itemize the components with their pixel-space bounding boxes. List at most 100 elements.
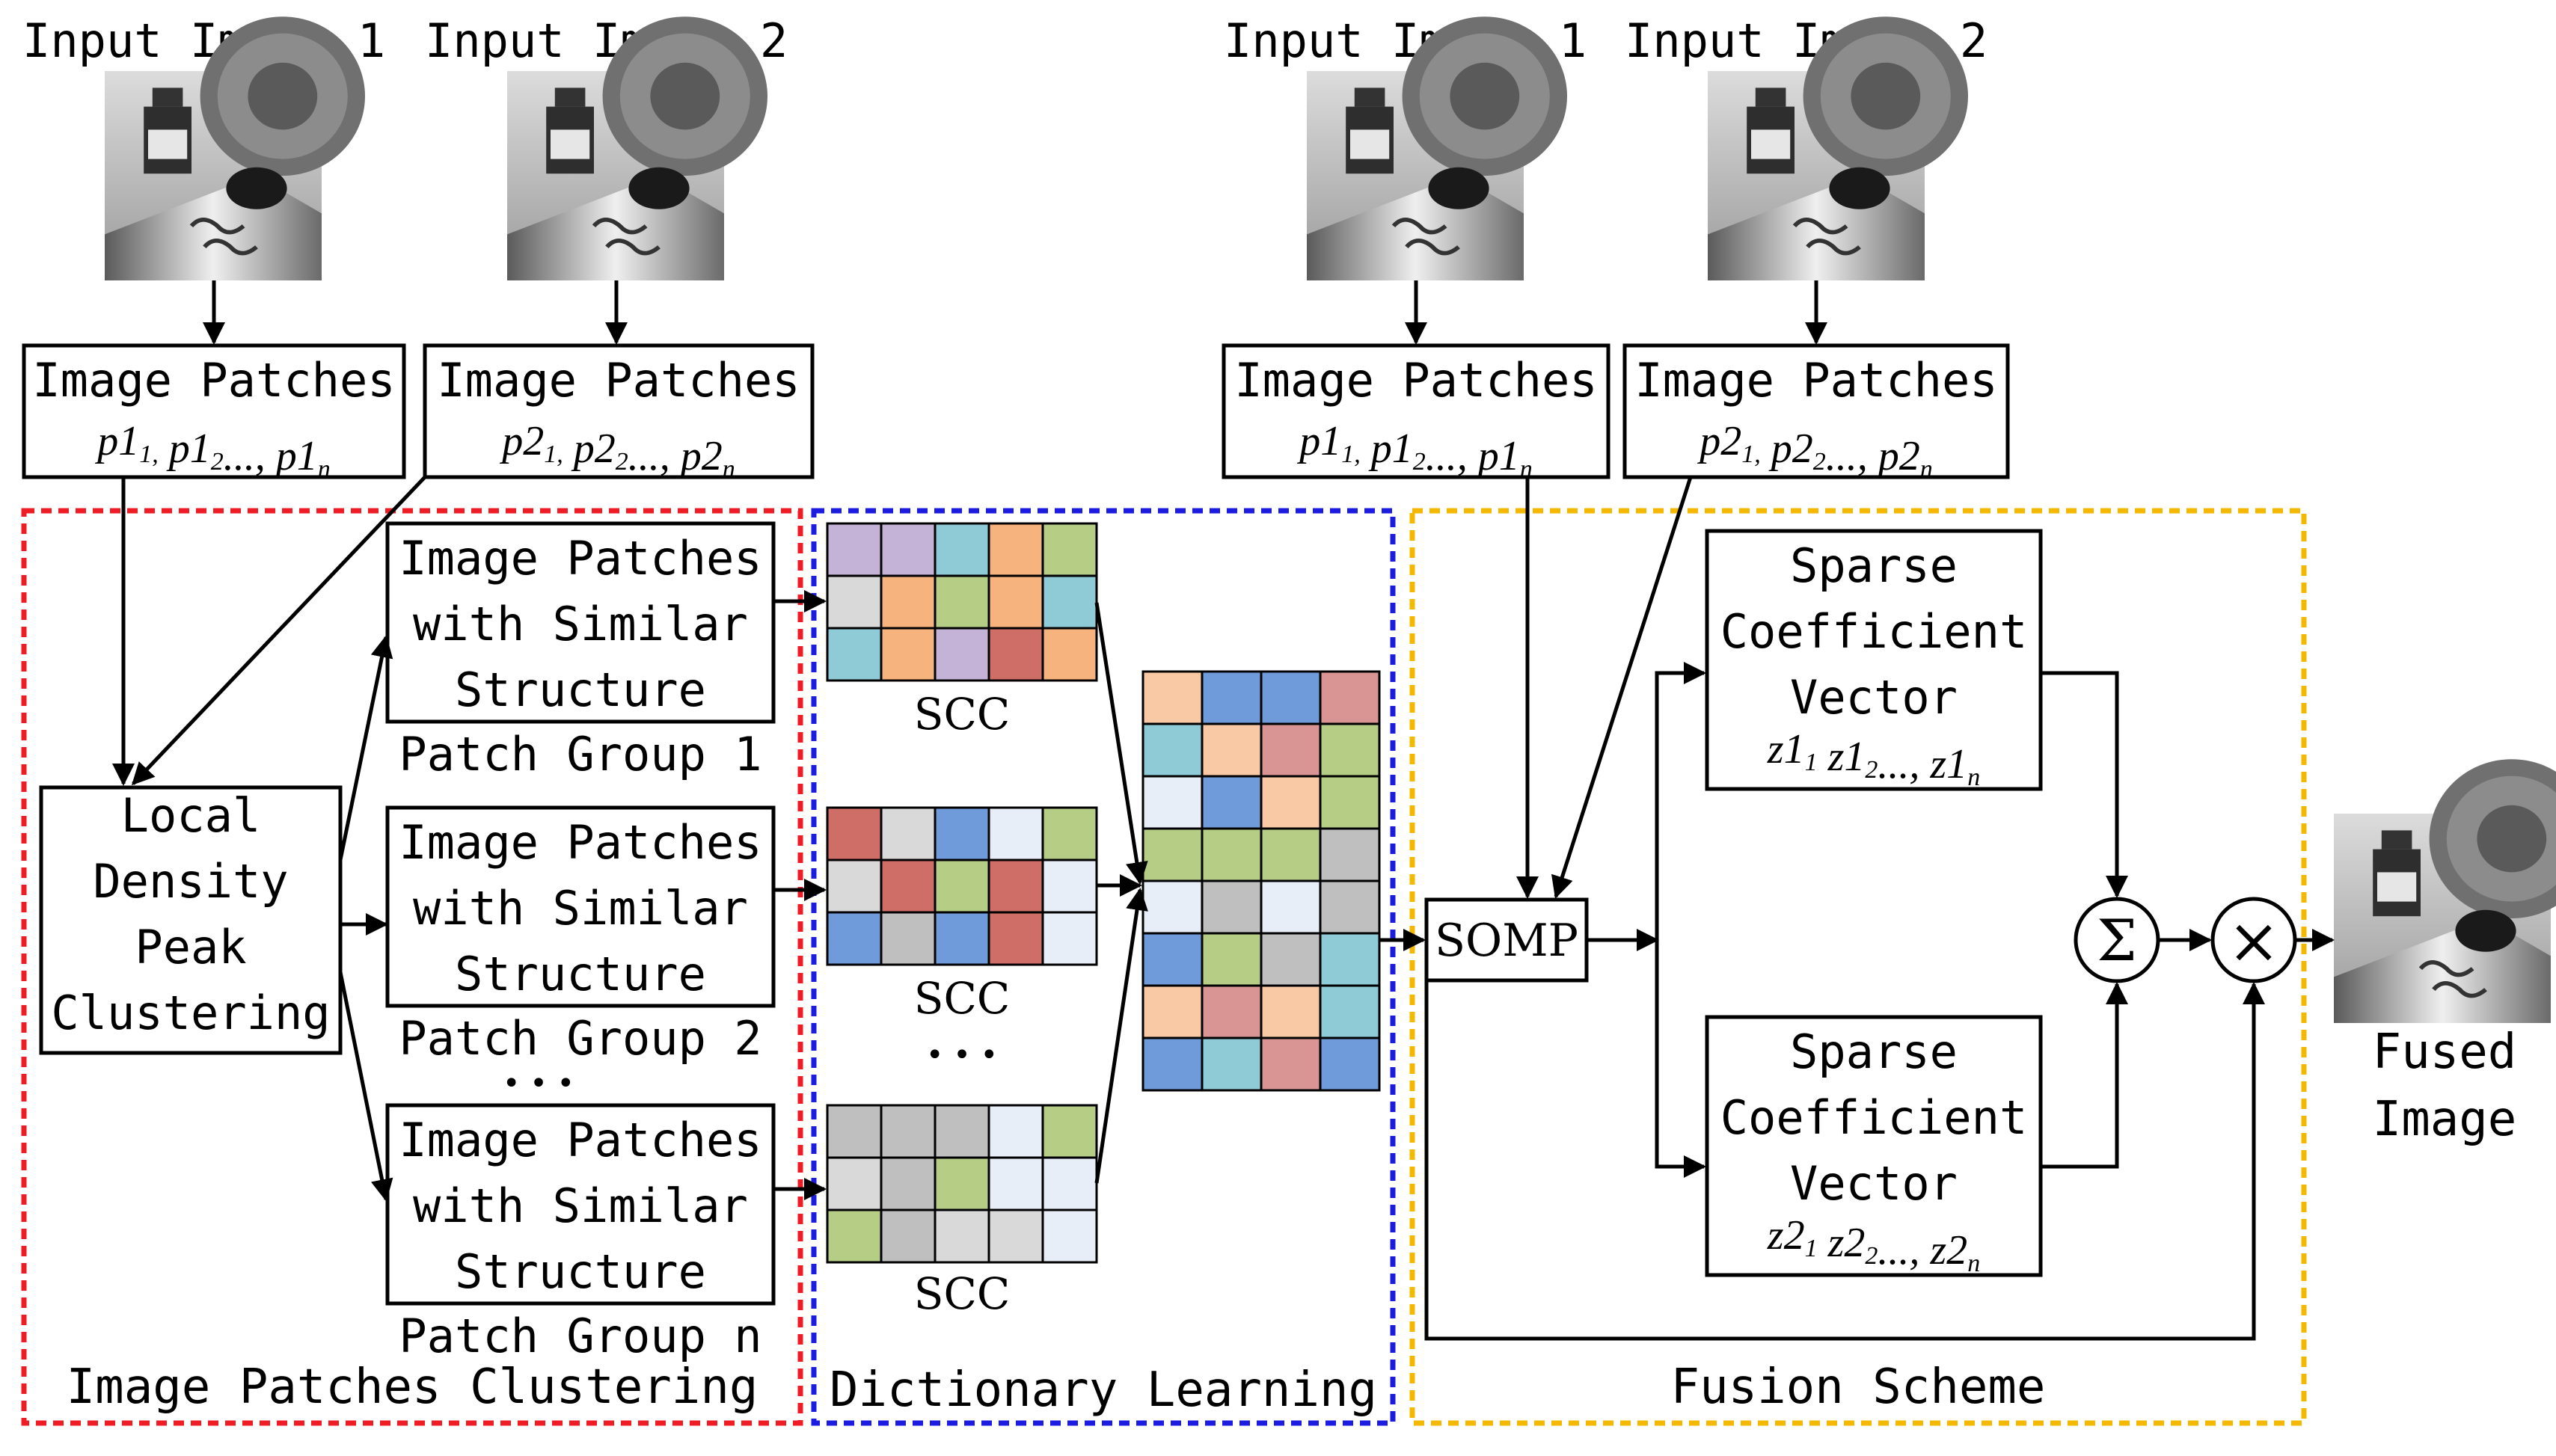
clustering-ellipsis: • • • xyxy=(503,1066,574,1101)
arrow-to-sparse-1 xyxy=(1655,662,1706,940)
matrix-cell xyxy=(1041,1104,1098,1159)
matrix-cell xyxy=(1201,932,1263,987)
arrow-to-sparse-2 xyxy=(1655,940,1706,1178)
matrix-cell xyxy=(1319,1036,1381,1092)
sparse-line: Coefficient xyxy=(1720,1090,2028,1145)
matrix-cell xyxy=(934,1104,990,1159)
ldpc-line: Local xyxy=(121,788,261,843)
scc-label-1: SCC xyxy=(914,689,1011,740)
matrix-cell xyxy=(826,574,883,630)
matrix-cell xyxy=(1319,932,1381,987)
matrix-cell xyxy=(987,1104,1044,1159)
matrix-cell xyxy=(826,858,883,914)
matrix-cell xyxy=(880,1208,937,1264)
matrix-cell xyxy=(1319,775,1381,830)
arrow-sparse2-to-sum xyxy=(2041,982,2128,1169)
matrix-cell xyxy=(1041,1156,1098,1211)
patch-box-title: Image Patches xyxy=(1234,353,1597,408)
matrix-cell xyxy=(1041,627,1098,682)
matrix-cell xyxy=(1260,879,1322,935)
region-fusion xyxy=(1409,508,2307,1426)
connectors xyxy=(112,280,2335,1341)
region-dictionary xyxy=(811,508,1396,1426)
matrix-cell xyxy=(1260,775,1322,830)
matrix-cell xyxy=(1201,984,1263,1039)
scc-matrix-n xyxy=(826,1104,1098,1264)
matrix-cell xyxy=(1201,1036,1263,1092)
matrix-cell xyxy=(826,806,883,861)
scc-matrix-1 xyxy=(826,522,1098,682)
sparse-coefficient-box-2: Sparse Coefficient Vector z21 z22..., z2… xyxy=(1705,1015,2043,1277)
matrix-cell xyxy=(1260,670,1322,725)
similar-structure-box-n: Image Patches with Similar Structure xyxy=(385,1103,776,1306)
matrix-cell xyxy=(1141,827,1204,882)
matrix-cell xyxy=(1201,670,1263,725)
matrix-cell xyxy=(1319,722,1381,778)
patch-box-right-1: Image Patches p11, p12..., p1n xyxy=(1222,343,1610,483)
matrix-cell xyxy=(934,1156,990,1211)
matrix-cell xyxy=(987,1208,1044,1264)
patch-group-1-label: Patch Group 1 xyxy=(399,727,761,781)
sum-operator: Σ xyxy=(2074,897,2160,983)
similar-line: Image Patches xyxy=(399,531,761,586)
matrix-cell xyxy=(880,1156,937,1211)
similar-line: Structure xyxy=(455,1244,706,1299)
ldpc-line: Peak xyxy=(135,920,246,974)
matrix-cell xyxy=(1319,827,1381,882)
arrow-ldpc-to-groupn xyxy=(338,971,393,1202)
matrix-cell xyxy=(1041,522,1098,577)
similar-line: Structure xyxy=(455,947,706,1001)
patch-box-left-1: Image Patches p11, p12..., p1n xyxy=(22,343,406,483)
patch-box-title: Image Patches xyxy=(437,353,800,408)
fused-image xyxy=(2334,759,2556,1023)
arrow-patches2-to-ldpc xyxy=(131,476,426,786)
arrow-scc1-to-dictionary xyxy=(1094,602,1148,885)
scc-label-n: SCC xyxy=(914,1268,1011,1319)
similar-line: with Similar xyxy=(413,1179,748,1233)
matrix-cell xyxy=(934,911,990,966)
region-clustering xyxy=(21,508,803,1426)
patch-box-title: Image Patches xyxy=(1634,353,1997,408)
clustering-region-label: Image Patches Clustering xyxy=(67,1360,758,1415)
matrix-cell xyxy=(934,806,990,861)
matrix-cell xyxy=(987,911,1044,966)
dictionary-region-label: Dictionary Learning xyxy=(830,1363,1377,1418)
similar-line: Structure xyxy=(455,663,706,717)
patch-sequence-p1: p11, p12..., p1n xyxy=(94,418,331,483)
matrix-cell xyxy=(987,806,1044,861)
matrix-cell xyxy=(880,806,937,861)
matrix-cell xyxy=(934,574,990,630)
matrix-cell xyxy=(1041,858,1098,914)
scc-matrix-2 xyxy=(826,806,1098,966)
matrix-cell xyxy=(1141,984,1204,1039)
sparse-line: Coefficient xyxy=(1720,604,2028,659)
matrix-cell xyxy=(1041,911,1098,966)
matrix-cell xyxy=(826,1104,883,1159)
matrix-cell xyxy=(1319,984,1381,1039)
similar-structure-box-2: Image Patches with Similar Structure xyxy=(385,805,776,1008)
fused-image-label-line-1: Fused xyxy=(2373,1025,2517,1080)
patch-group-2-label: Patch Group 2 xyxy=(399,1011,761,1066)
matrix-cell xyxy=(987,858,1044,914)
matrix-cell xyxy=(880,627,937,682)
matrix-cell xyxy=(826,522,883,577)
matrix-cell xyxy=(934,522,990,577)
product-symbol: × xyxy=(2228,904,2280,977)
matrix-cell xyxy=(987,574,1044,630)
arrow-patches-right2-to-somp xyxy=(1551,476,1693,899)
sparse-line: Sparse xyxy=(1790,538,1958,593)
somp-box: SOMP xyxy=(1424,897,1589,983)
sparse-line: Vector xyxy=(1790,1156,1958,1211)
coefficient-sequence-z1: z11 z12..., z1n xyxy=(1767,726,1980,791)
matrix-cell xyxy=(1260,827,1322,882)
similar-line: Image Patches xyxy=(399,815,761,870)
matrix-cell xyxy=(1201,775,1263,830)
matrix-cell xyxy=(826,627,883,682)
matrix-cell xyxy=(1260,984,1322,1039)
ldpc-line: Density xyxy=(93,854,288,909)
matrix-cell xyxy=(934,858,990,914)
matrix-cell xyxy=(826,1156,883,1211)
patch-box-right-2: Image Patches p21, p22..., p2n xyxy=(1622,343,2010,483)
matrix-cell xyxy=(1141,775,1204,830)
